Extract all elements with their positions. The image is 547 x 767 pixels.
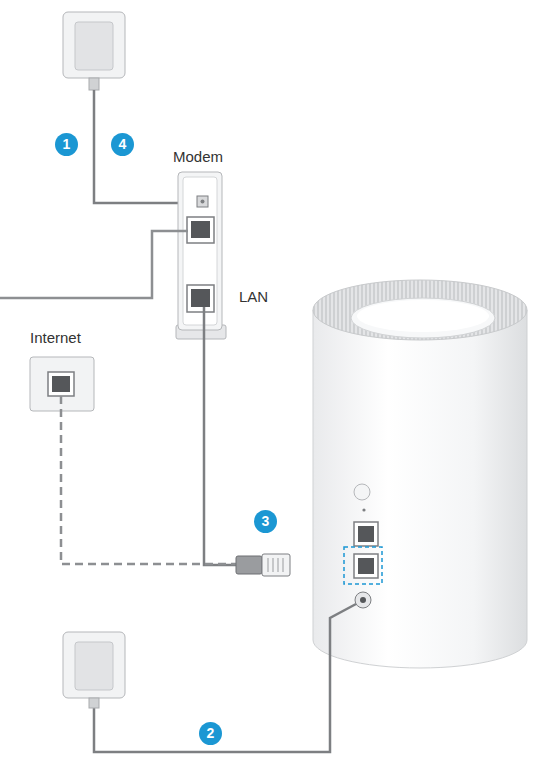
device-label: Internet (29, 329, 84, 346)
ethernet-cable (204, 307, 238, 565)
callout-number: 3 (254, 510, 277, 533)
modem-label: Modem (172, 148, 227, 165)
power-adapter (63, 12, 125, 90)
socket-label: Internet (29, 329, 84, 346)
device-label: Modem (172, 148, 227, 165)
callout-number: 4 (111, 133, 134, 156)
power-adapter (63, 632, 125, 708)
power-cord (94, 604, 356, 752)
phone-cable (0, 231, 188, 298)
rj45-plug (236, 554, 290, 576)
callout-number: 2 (199, 722, 222, 745)
callout-number: 1 (55, 133, 78, 156)
port-label: LAN (238, 288, 269, 305)
modem (176, 172, 226, 339)
alternate-cable (61, 396, 238, 564)
